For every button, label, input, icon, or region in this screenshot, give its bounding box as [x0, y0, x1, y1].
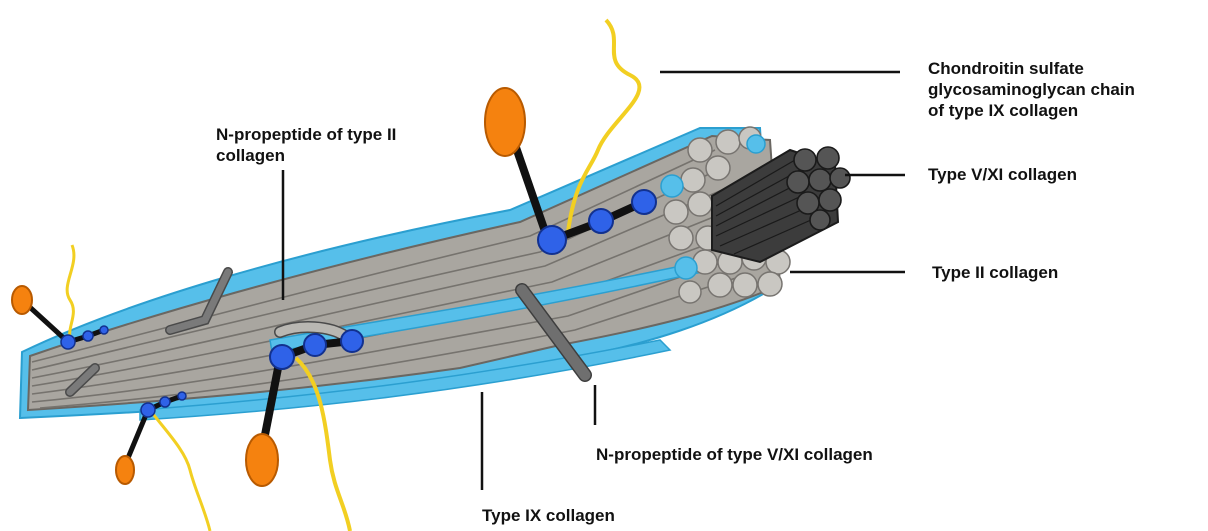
label-type-ii-collagen: Type II collagen [932, 262, 1058, 283]
type-ix-molecule-left-top [12, 245, 108, 349]
label-n-propeptide-ii-line-1: N-propeptide of type II [216, 124, 396, 145]
label-chondroitin-line-3: of type IX collagen [928, 100, 1135, 121]
label-type-ix-collagen: Type IX collagen [482, 505, 615, 526]
label-n-propeptide-ii-line-2: collagen [216, 145, 396, 166]
label-n-propeptide-type-v-xi: N-propeptide of type V/XI collagen [596, 444, 873, 465]
label-chondroitin-sulfate: Chondroitin sulfate glycosaminoglycan ch… [928, 58, 1135, 121]
label-n-propeptide-type-ii: N-propeptide of type II collagen [216, 124, 396, 166]
label-chondroitin-line-1: Chondroitin sulfate [928, 58, 1135, 79]
label-chondroitin-line-2: glycosaminoglycan chain [928, 79, 1135, 100]
label-type-v-xi-collagen: Type V/XI collagen [928, 164, 1077, 185]
